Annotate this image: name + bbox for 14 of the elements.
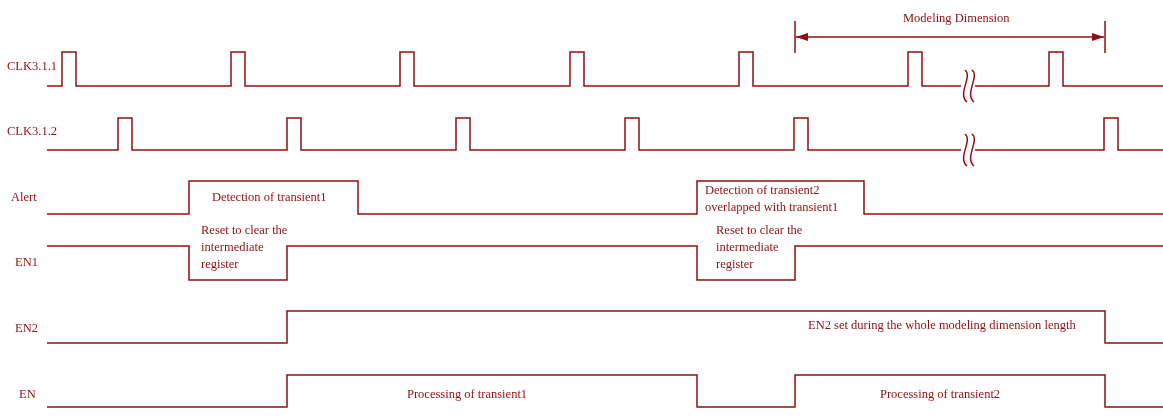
signal-name: EN2 xyxy=(15,320,38,337)
annotation-text: Processing of transient2 xyxy=(880,386,1001,403)
dimension-label: Modeling Dimension xyxy=(903,10,1010,27)
signal-name: CLK3.1.2 xyxy=(7,123,57,140)
annotation-text: EN2 set during the whole modeling dimension length xyxy=(808,317,1076,334)
signal-name: CLK3.1.1 xyxy=(7,58,57,75)
annotation-text: Processing of transient1 xyxy=(407,386,528,403)
signal-name: Alert xyxy=(11,189,37,206)
annotation-text: Detection of transient1 xyxy=(212,189,327,206)
annotation-text: Detection of transient2 overlapped with transient1 xyxy=(705,182,840,216)
annotation-text: Reset to clear the intermediate register xyxy=(201,222,289,273)
signal-name: EN1 xyxy=(15,254,38,271)
signal-name: EN xyxy=(19,386,36,403)
annotation-text: Reset to clear the intermediate register xyxy=(716,222,804,273)
